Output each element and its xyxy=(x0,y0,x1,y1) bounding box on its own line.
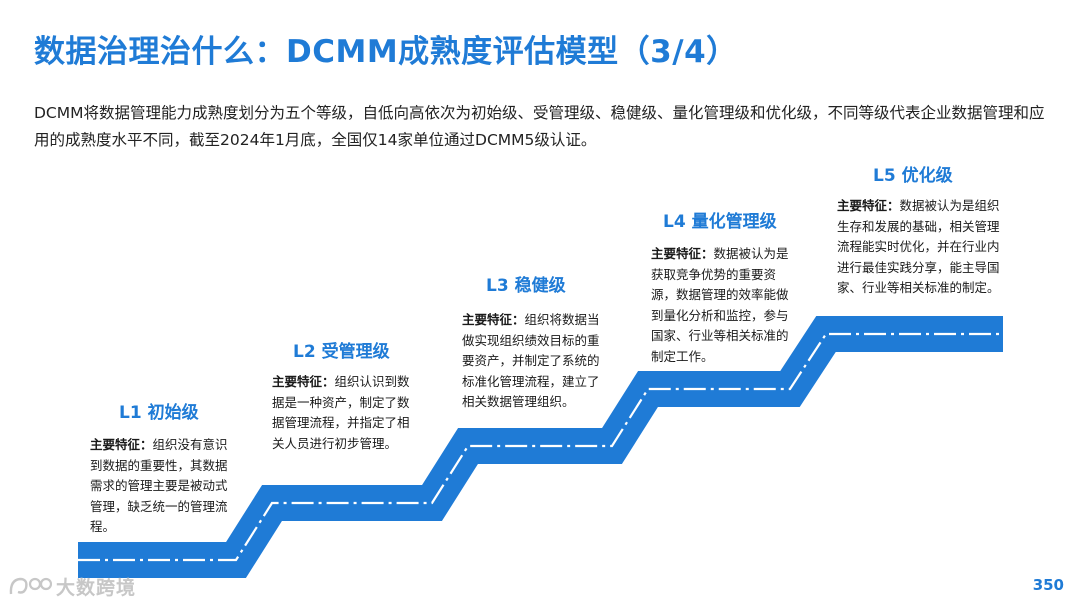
level-1-text: 组织没有意识到数据的重要性，其数据需求的管理主要是被动式管理，缺乏统一的管理流程… xyxy=(90,437,228,534)
logo-icon xyxy=(9,577,52,594)
intro-paragraph: DCMM将数据管理能力成熟度划分为五个等级，自低向高依次为初始级、受管理级、稳健… xyxy=(34,104,1045,149)
logo-text: 大数跨境 xyxy=(56,577,137,599)
level-2-title: L2 受管理级 xyxy=(293,342,390,362)
level-3-title: L3 稳健级 xyxy=(486,276,566,296)
level-4-text: 数据被认为是获取竞争优势的重要资源，数据管理的效率能做到量化分析和监控，参与国家… xyxy=(651,246,789,364)
page-title: 数据治理治什么：DCMM成熟度评估模型（3/4） xyxy=(34,34,738,70)
level-3-text: 组织将数据当做实现组织绩效目标的重要资产，并制定了系统的标准化管理流程，建立了相… xyxy=(462,312,600,409)
level-1-title: L1 初始级 xyxy=(119,403,199,423)
feature-label: 主要特征： xyxy=(462,312,525,327)
feature-label: 主要特征： xyxy=(651,246,714,261)
page-number: 350 xyxy=(1032,576,1064,594)
watermark-logo: 大数跨境 xyxy=(8,573,136,600)
level-1-desc: 主要特征：组织没有意识到数据的重要性，其数据需求的管理主要是被动式管理，缺乏统一… xyxy=(90,435,232,538)
road-centerline xyxy=(78,332,1003,562)
level-4-title: L4 量化管理级 xyxy=(663,212,777,232)
level-5-text: 数据被认为是组织生存和发展的基础，相关管理流程能实时优化，并在行业内进行最佳实践… xyxy=(837,198,1000,295)
level-2-desc: 主要特征：组织认识到数据是一种资产，制定了数据管理流程，并指定了相关人员进行初步… xyxy=(272,372,414,454)
level-3-desc: 主要特征：组织将数据当做实现组织绩效目标的重要资产，并制定了系统的标准化管理流程… xyxy=(462,310,607,413)
feature-label: 主要特征： xyxy=(90,437,153,452)
level-5-desc: 主要特征：数据被认为是组织生存和发展的基础，相关管理流程能实时优化，并在行业内进… xyxy=(837,196,1005,299)
feature-label: 主要特征： xyxy=(837,198,900,213)
level-5-title: L5 优化级 xyxy=(873,166,953,186)
level-4-desc: 主要特征：数据被认为是获取竞争优势的重要资源，数据管理的效率能做到量化分析和监控… xyxy=(651,244,796,367)
level-2-text: 组织认识到数据是一种资产，制定了数据管理流程，并指定了相关人员进行初步管理。 xyxy=(272,374,410,451)
feature-label: 主要特征： xyxy=(272,374,335,389)
